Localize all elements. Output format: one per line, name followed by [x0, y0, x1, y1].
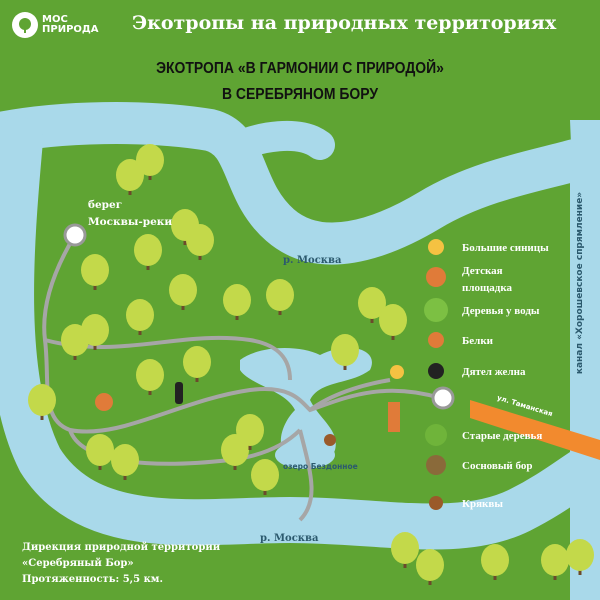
river-label-bottom: р. Москва	[260, 533, 319, 544]
tree-icon	[111, 444, 139, 480]
trail-start-marker[interactable]	[63, 223, 87, 247]
legend-item: Кряквы	[462, 498, 503, 510]
legend-item: Старые деревья	[462, 430, 543, 442]
map-animals	[95, 365, 404, 446]
logo-line2: ПРИРОДА	[42, 24, 99, 35]
tree-icon	[266, 279, 294, 315]
tree-icon	[541, 544, 569, 580]
legend-item: Белки	[462, 335, 494, 347]
canal-khoroshevskoe	[570, 120, 600, 600]
tree-icon	[379, 304, 407, 340]
road-tamanskaya	[470, 400, 600, 460]
footer-line1: Дирекция природной территории	[22, 542, 221, 553]
woodpecker-icon	[428, 363, 444, 379]
tree-icon	[186, 224, 214, 260]
logo-line1: МОС	[42, 14, 68, 25]
footer-line2: «Серебряный Бор»	[22, 558, 134, 569]
duck-icon	[429, 496, 443, 510]
playground-icon	[426, 267, 446, 287]
tree-icon	[566, 539, 594, 575]
legend-item: Большие синицы	[462, 242, 549, 254]
playground-icon	[388, 402, 400, 432]
duck-icon	[324, 434, 336, 446]
tree-icon	[134, 234, 162, 270]
legend-item: Сосновый бор	[462, 460, 533, 472]
legend-icons	[424, 239, 448, 510]
tree-icon	[183, 346, 211, 382]
riverbank-label-line2: Москвы-реки	[88, 216, 173, 228]
mospriroda-logo: МОС ПРИРОДА	[12, 12, 99, 38]
tree-icon	[331, 334, 359, 370]
tree-icon	[416, 549, 444, 585]
tree-icon	[169, 274, 197, 310]
tree-icon	[358, 287, 386, 323]
trail-title-line1: ЭКОТРОПА «В ГАРМОНИИ С ПРИРОДОЙ»	[156, 60, 444, 77]
tree-icon	[86, 434, 114, 470]
tree-icon	[136, 359, 164, 395]
tree-icon	[481, 544, 509, 580]
river-label-top: р. Москва	[283, 255, 342, 266]
page-title: Экотропы на природных территориях	[132, 12, 557, 34]
canal-label: канал «Хорошевское спрямление»	[575, 191, 585, 375]
trail-end-marker[interactable]	[431, 386, 455, 410]
tree-icon	[136, 144, 164, 180]
tit-bird-icon	[390, 365, 404, 379]
tree-icon	[81, 254, 109, 290]
legend-item: Деревья у воды	[462, 305, 540, 317]
tree-icon	[223, 284, 251, 320]
tree-icon	[126, 299, 154, 335]
tree-icon	[251, 459, 279, 495]
tree-icon	[391, 532, 419, 568]
squirrel-icon	[428, 332, 444, 348]
footer-line3: Протяженность: 5,5 км.	[22, 574, 163, 585]
tit-bird-icon	[428, 239, 444, 255]
tree-icon	[28, 384, 56, 420]
riverbank-label-line1: берег	[88, 199, 123, 211]
tree-icon	[81, 314, 109, 350]
tree-icon	[236, 414, 264, 450]
legend-item: Детская площадка	[462, 265, 513, 294]
trees	[28, 144, 594, 585]
old-tree-icon	[425, 424, 447, 446]
squirrel-icon	[95, 393, 113, 411]
lake-label: озеро Бездонное	[283, 462, 358, 471]
legend-item: Дятел желна	[462, 366, 526, 378]
woodpecker-icon	[175, 382, 183, 404]
tree-logo-icon	[12, 12, 38, 38]
footer-info: Дирекция природной территории «Серебряны…	[22, 540, 220, 588]
trail-title-line2: В СЕРЕБРЯНОМ БОРУ	[221, 86, 379, 103]
tree-icon	[116, 159, 144, 195]
pine-icon	[426, 455, 446, 475]
riverbank-label: берег Москвы-реки	[88, 197, 172, 231]
waterside-tree-icon	[424, 298, 448, 322]
